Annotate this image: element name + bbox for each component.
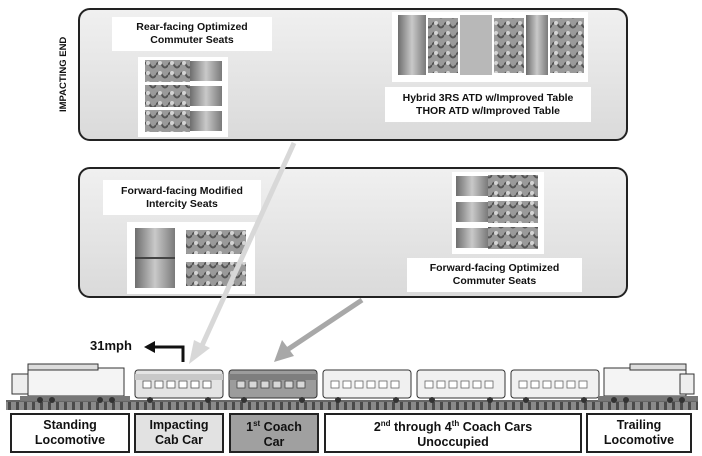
coach-cars-2-4-graphic: [322, 369, 600, 403]
pointer-arrowhead-light: [189, 340, 210, 364]
first-coach-car-graphic: [228, 369, 318, 403]
standing-locomotive-label: Standing Locomotive: [10, 413, 130, 453]
direction-arrowhead-icon: [144, 341, 155, 353]
pointer-arrowhead-dark: [274, 340, 294, 362]
intercity-seats-label: Forward-facing Modified Intercity Seats: [103, 180, 261, 215]
trailing-locomotive-label: Trailing Locomotive: [586, 413, 692, 453]
speed-label: 31mph: [90, 338, 132, 353]
rear-facing-seats-label: Rear-facing Optimized Commuter Seats: [112, 17, 272, 51]
intercity-seat-illustration: [127, 222, 255, 294]
impacting-cab-car-graphic: [134, 369, 224, 403]
track: [6, 402, 698, 410]
direction-arrow: [152, 345, 185, 362]
pointer-arrow-light: [197, 141, 297, 352]
atd-table-illustration: [392, 12, 588, 82]
rear-facing-seat-illustration: [138, 57, 228, 137]
standing-locomotive-graphic: [11, 363, 130, 403]
impacting-cab-car-label: Impacting Cab Car: [134, 413, 224, 453]
first-coach-car-label: 1st Coach Car: [229, 413, 319, 453]
optimized-commuter-seat-illustration: [452, 172, 544, 254]
optimized-commuter-seats-label: Forward-facing Optimized Commuter Seats: [407, 258, 582, 292]
atd-label: Hybrid 3RS ATD w/Improved Table THOR ATD…: [385, 87, 591, 122]
coach-cars-2-4-label: 2nd through 4th Coach Cars Unoccupied: [324, 413, 582, 453]
trailing-locomotive-graphic: [598, 363, 698, 403]
pointer-arrow-dark: [282, 297, 364, 355]
